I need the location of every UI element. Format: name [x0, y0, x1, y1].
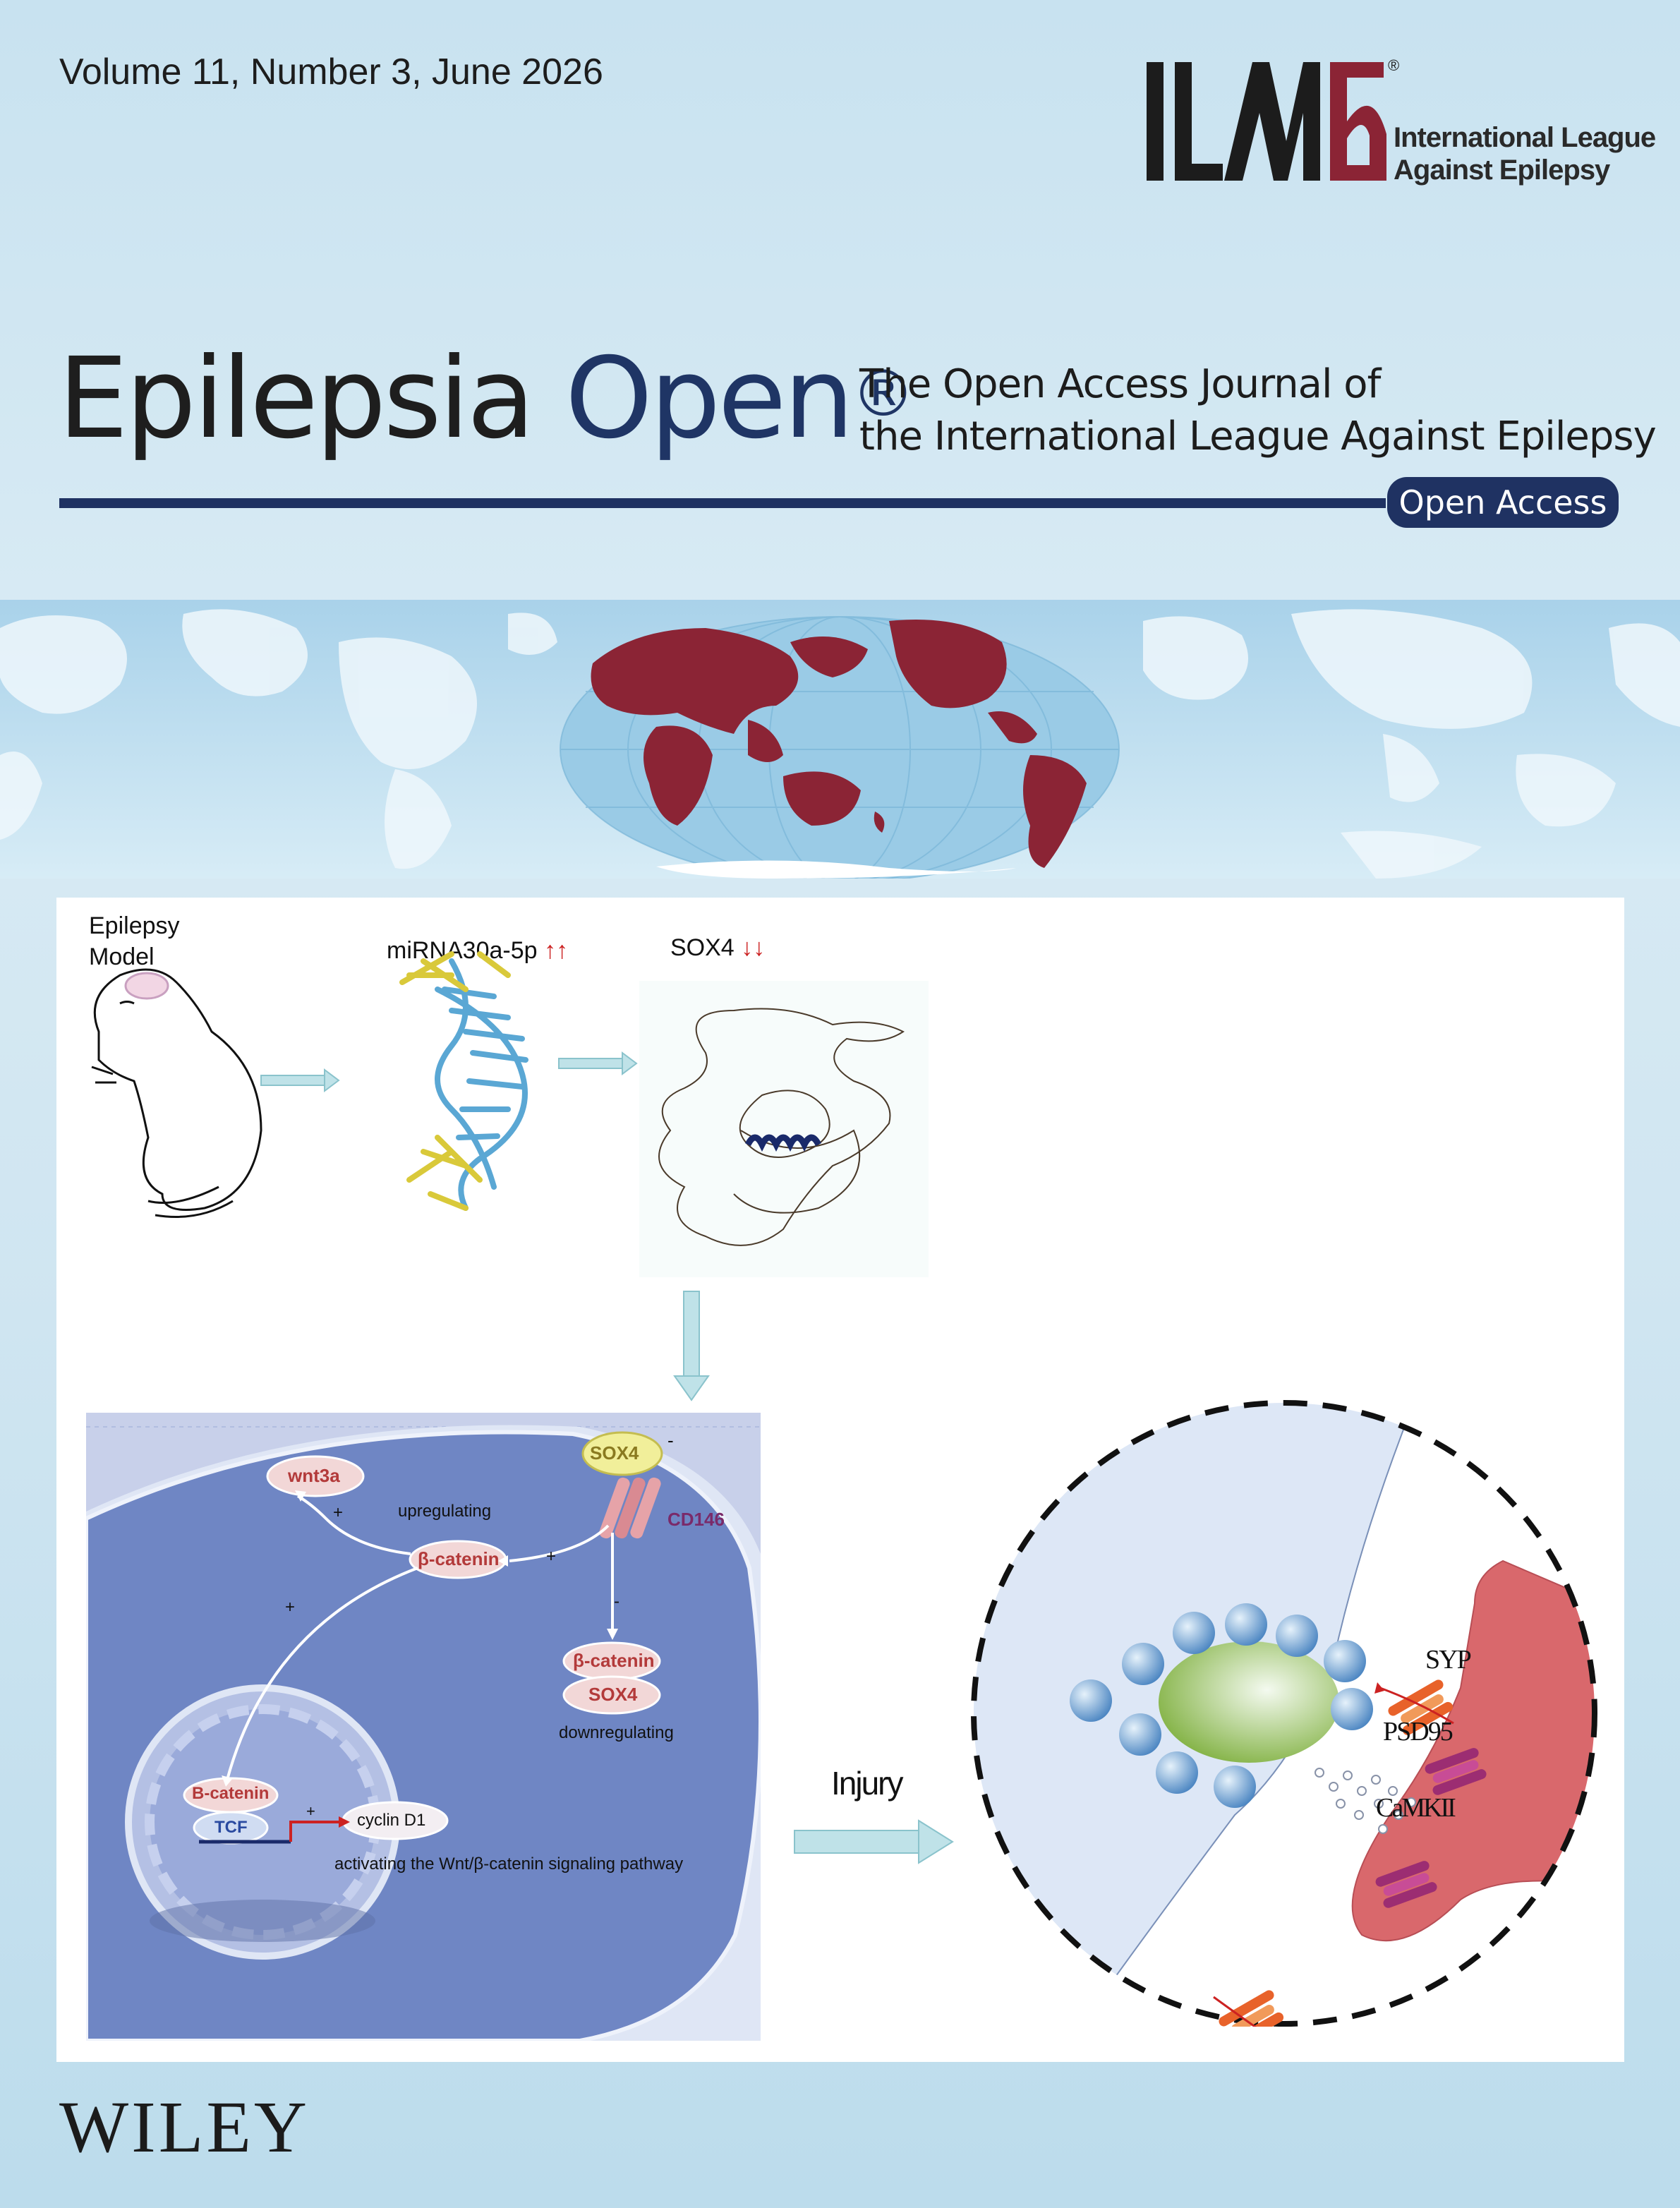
ilae-name: International League Against Epilepsy [1394, 121, 1656, 186]
title-main: Epilepsia [58, 334, 535, 464]
issue-line: Volume 11, Number 3, June 2026 [59, 52, 603, 92]
vesicle-icons [1070, 1603, 1373, 1808]
ilae-registered-mark: ® [1388, 56, 1400, 74]
minus-sign: - [667, 1430, 674, 1451]
title-open: Open [564, 334, 854, 464]
sox4-membrane-label: SOX4 [590, 1442, 639, 1464]
publisher-logo: WILEY [59, 2087, 310, 2168]
synapse-diagram [971, 1400, 1597, 2027]
syp-label: SYP [1425, 1645, 1472, 1675]
psd95-label: PSD95 [1383, 1717, 1454, 1747]
cd146-label: CD146 [667, 1509, 725, 1530]
minus-sign: - [614, 1592, 620, 1611]
receptor-icons [1375, 1748, 1487, 1908]
complex-beta-catenin-label: β-catenin [573, 1650, 655, 1671]
injury-label: Injury [831, 1765, 903, 1802]
globe-icon [560, 616, 1120, 879]
upregulating-label: upregulating [398, 1502, 492, 1521]
title-rule [59, 498, 1386, 508]
ilae-name-line2: Against Epilepsy [1394, 155, 1610, 186]
cell-signaling-panel: wnt3a + upregulating β-catenin + + SOX4 … [86, 1413, 761, 2041]
cyclin-d1-label: cyclin D1 [357, 1811, 426, 1830]
wnt3a-label: wnt3a [288, 1465, 340, 1486]
model-label-line1: Epilepsy [89, 912, 180, 939]
epilepsy-model-label: Epilepsy Model [89, 910, 180, 972]
cover-figure: Epilepsy Model miRNA30a-5p ↑↑ SOX4 ↓↓ [56, 898, 1624, 2062]
plus-sign: + [333, 1503, 344, 1522]
journal-subtitle: The Open Access Journal of the Internati… [859, 358, 1657, 463]
beta-catenin-label: β-catenin [418, 1548, 500, 1569]
rna-helix-icon [399, 951, 528, 1211]
arrow-right-icon [260, 1068, 340, 1092]
nucleus-beta-catenin-label: B-catenin [192, 1784, 270, 1803]
arrow-right-icon [558, 1051, 638, 1075]
world-map-band [0, 600, 1680, 879]
down-arrows-icon: ↓↓ [741, 934, 766, 961]
ilae-name-line1: International League [1394, 122, 1656, 153]
sox4-text: SOX4 [670, 934, 735, 961]
mouse-icon [91, 968, 262, 1218]
cell-diagram [86, 1413, 761, 2041]
up-arrows-icon: ↑↑ [543, 937, 568, 964]
neurotransmitter-dots [1315, 1768, 1416, 1834]
faint-continents-left [0, 609, 557, 869]
journal-title: Epilepsia Open® [58, 339, 915, 459]
sox4-label: SOX4 ↓↓ [670, 934, 765, 962]
top-row-illustrations [91, 951, 929, 1401]
model-label-line2: Model [89, 943, 155, 970]
camkii-label: CaMKII [1376, 1793, 1456, 1823]
mirna-text: miRNA30a-5p [387, 937, 538, 964]
ion-channel-icons [1219, 1679, 1454, 2027]
ilae-mark-icon [1147, 62, 1386, 181]
arrow-down-icon [673, 1291, 710, 1401]
cd146-receptor-icon [581, 1431, 663, 1539]
downregulating-label: downregulating [559, 1723, 674, 1742]
pathway-label: activating the Wnt/β-catenin signaling p… [334, 1854, 684, 1874]
injury-arrow-icon [794, 1819, 954, 1864]
plus-sign: + [546, 1547, 557, 1566]
open-access-badge: Open Access [1387, 477, 1619, 528]
subtitle-line1: The Open Access Journal of [859, 361, 1381, 407]
tcf-label: TCF [214, 1818, 248, 1837]
nucleus-shape [1159, 1641, 1339, 1763]
sox4-protein-structure [639, 981, 929, 1277]
subtitle-line2: the International League Against Epileps… [859, 414, 1657, 459]
plus-sign: + [306, 1802, 315, 1820]
complex-sox4-label: SOX4 [588, 1684, 638, 1705]
ilae-logo: ® [1140, 56, 1633, 191]
title-registered-mark: ® [851, 357, 915, 431]
faint-continents-right [1143, 609, 1680, 879]
plus-sign: + [285, 1598, 296, 1617]
mirna-label: miRNA30a-5p ↑↑ [387, 937, 568, 965]
